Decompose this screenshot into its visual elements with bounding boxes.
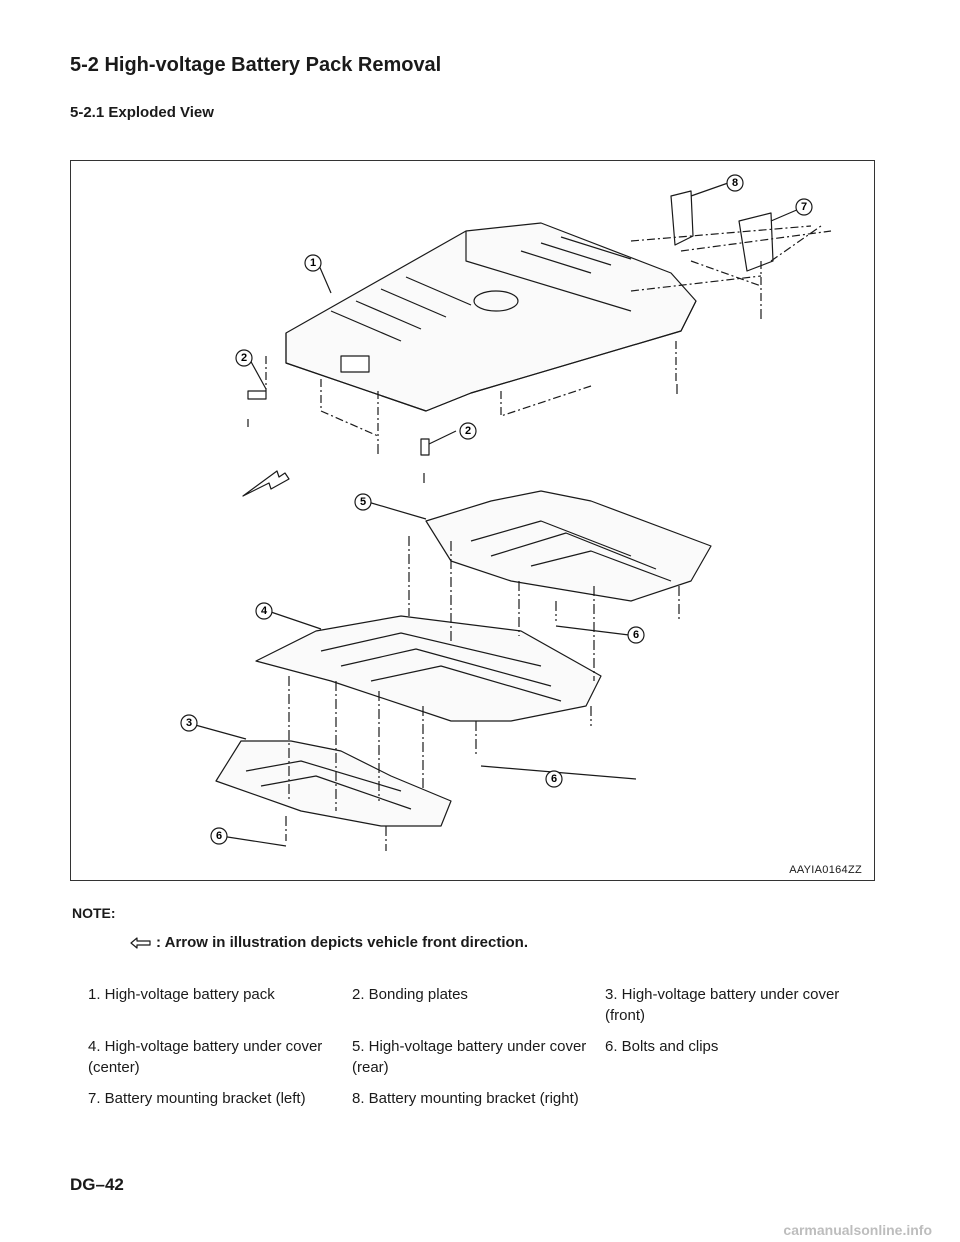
svg-text:2: 2 (241, 352, 247, 364)
callout-4: 4 (255, 602, 273, 620)
legend-item-1: 1. High-voltage battery pack (88, 986, 275, 1003)
legend-item-empty (605, 1088, 875, 1109)
callout-3: 3 (180, 714, 198, 732)
svg-text:6: 6 (216, 830, 222, 842)
svg-text:4: 4 (261, 605, 268, 617)
callout-8: 8 (726, 174, 744, 192)
exploded-view-figure: 1 2 2 5 4 3 6 6 6 7 8 AAYIA0164ZZ (70, 160, 875, 881)
legend-item-4: 4. High-voltage battery under cover (cen… (88, 1038, 323, 1076)
legend-item-7: 7. Battery mounting bracket (left) (88, 1090, 306, 1107)
svg-text:7: 7 (801, 201, 807, 213)
callout-6-front: 6 (210, 827, 228, 845)
exploded-view-illustration: 1 2 2 5 4 3 6 6 6 7 8 (180, 174, 832, 851)
legend-item-8: 8. Battery mounting bracket (right) (352, 1090, 579, 1107)
svg-text:5: 5 (360, 496, 366, 508)
legend-row: 1. High-voltage battery pack 2. Bonding … (88, 984, 878, 1026)
svg-text:1: 1 (310, 257, 316, 269)
note: : Arrow in illustration depicts vehicle … (130, 934, 528, 951)
legend-item-5: 5. High-voltage battery under cover (rea… (352, 1038, 587, 1076)
svg-text:6: 6 (551, 773, 557, 785)
parts-legend: 1. High-voltage battery pack 2. Bonding … (88, 984, 878, 1119)
callout-7: 7 (795, 198, 813, 216)
note-text: : Arrow in illustration depicts vehicle … (156, 934, 528, 951)
callout-5: 5 (354, 493, 372, 511)
note-label: NOTE: (72, 905, 116, 921)
svg-text:8: 8 (732, 177, 738, 189)
legend-row: 4. High-voltage battery under cover (cen… (88, 1036, 878, 1078)
callout-2-left: 2 (235, 349, 253, 367)
legend-row: 7. Battery mounting bracket (left) 8. Ba… (88, 1088, 878, 1109)
svg-text:3: 3 (186, 717, 192, 729)
legend-item-6: 6. Bolts and clips (605, 1038, 719, 1055)
watermark: carmanualsonline.info (783, 1222, 932, 1238)
legend-item-3: 3. High-voltage battery under cover (fro… (605, 986, 840, 1024)
svg-text:2: 2 (465, 425, 471, 437)
callout-6-center: 6 (545, 770, 563, 788)
front-direction-arrow-icon (130, 936, 151, 949)
subsection-title: 5-2.1 Exploded View (70, 104, 214, 121)
page-number: DG–42 (70, 1175, 124, 1194)
legend-item-2: 2. Bonding plates (352, 986, 468, 1003)
svg-text:6: 6 (633, 629, 639, 641)
callout-6-rear: 6 (627, 626, 645, 644)
figure-code: AAYIA0164ZZ (789, 864, 862, 876)
section-title: 5-2 High-voltage Battery Pack Removal (70, 54, 442, 76)
callout-2-center: 2 (459, 422, 477, 440)
callout-1: 1 (304, 254, 322, 272)
